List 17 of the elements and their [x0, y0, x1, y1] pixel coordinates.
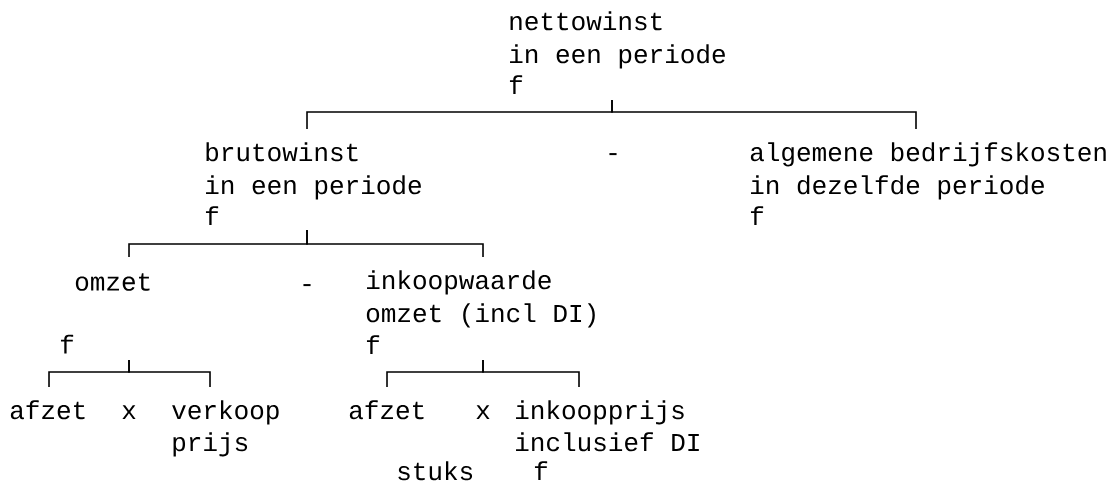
bracket-line — [128, 359, 211, 388]
bracket-line — [482, 359, 580, 388]
bracket-line — [306, 229, 484, 258]
term-label: inkoopwaarde omzet (incl DI) f — [366, 270, 595, 355]
term-label: nettowinst in een periode f — [509, 11, 725, 95]
term-label: afzet — [349, 400, 424, 420]
unit-label: stuks — [398, 461, 473, 481]
bracket-line — [611, 99, 917, 130]
term-label: inkoopprijs inclusief DI f — [516, 400, 699, 481]
operator-sign: - — [303, 284, 311, 287]
operator-sign: x — [122, 405, 136, 419]
term-label: algemene bedrijfskosten in dezelfde periode f — [750, 142, 1106, 226]
operator-sign: x — [476, 405, 490, 419]
term-label: afzet — [10, 400, 85, 420]
term-label: verkoop prijs — [172, 400, 279, 457]
operator-sign: - — [609, 153, 617, 156]
term-label: brutowinst in een periode f — [205, 142, 421, 226]
